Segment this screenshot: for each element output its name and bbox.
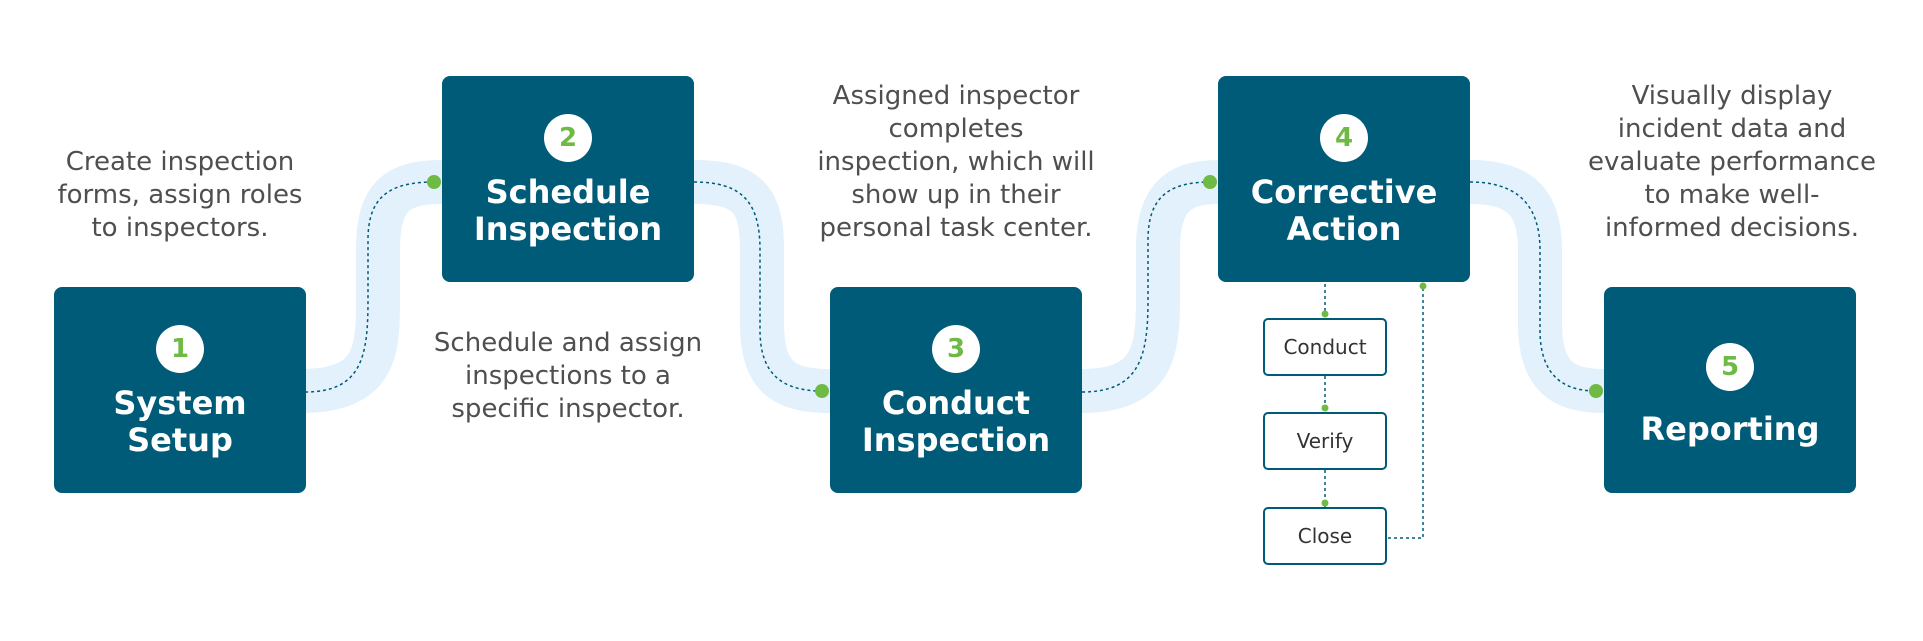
step-number-badge: 3: [932, 325, 980, 373]
substep-verify: Verify: [1263, 412, 1387, 470]
connector-dot: [1589, 384, 1603, 398]
connector-2-3: [693, 160, 831, 413]
connector-1-2: [299, 160, 443, 413]
step-5-card: 5 Reporting: [1604, 287, 1856, 493]
step-number-badge: 4: [1320, 114, 1368, 162]
connector-3-4: [1081, 160, 1219, 413]
connector-dot: [1203, 175, 1217, 189]
connector-dot: [427, 175, 441, 189]
step-title: Reporting: [1640, 410, 1820, 448]
step-number-badge: 5: [1706, 343, 1754, 391]
substep-conduct: Conduct: [1263, 318, 1387, 376]
connector-4-5: [1469, 160, 1605, 413]
connector-dot: [815, 384, 829, 398]
step-number-badge: 2: [544, 114, 592, 162]
step-number-badge: 1: [156, 325, 204, 373]
substep-close: Close: [1263, 507, 1387, 565]
